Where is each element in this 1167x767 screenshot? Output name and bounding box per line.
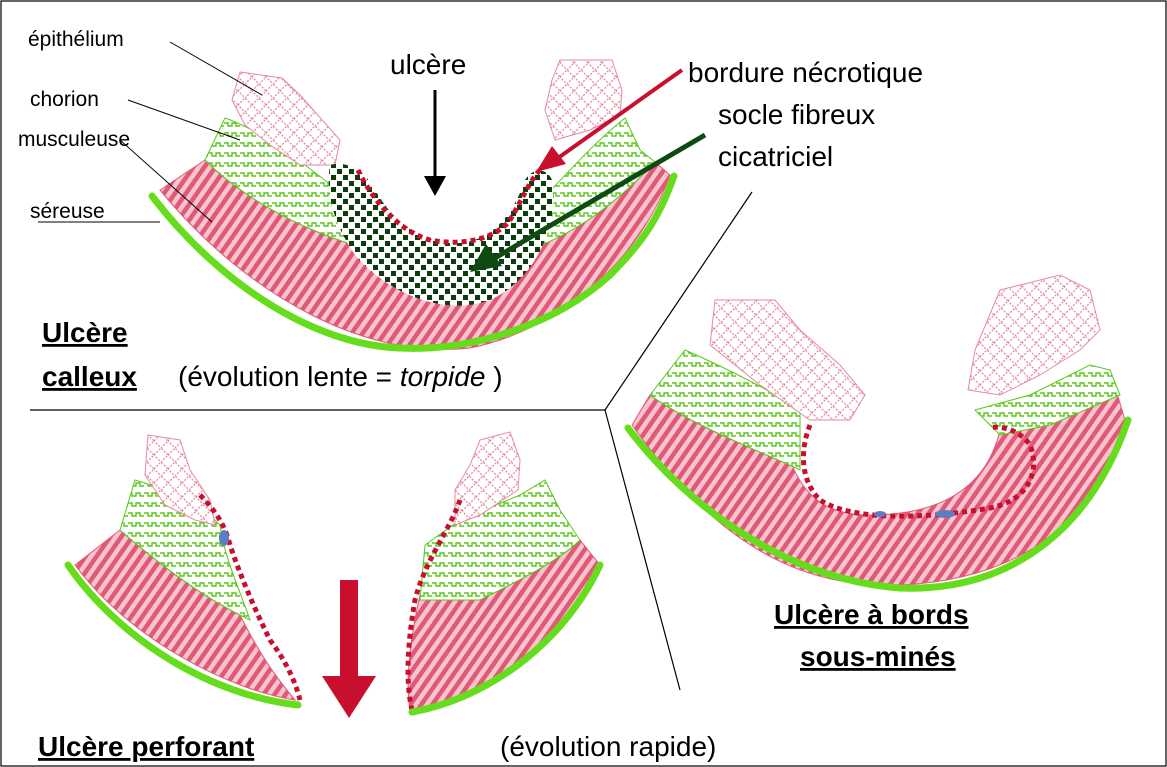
title-perforant: Ulcère perforant [38,731,254,762]
title-bords-line2: sous-minés [800,641,956,672]
note-calleux: (évolution lente = torpide ) [178,361,503,392]
note-perforant: (évolution rapide) [500,731,716,762]
label-chorion: chorion [30,88,99,111]
vessel-icon [874,511,886,517]
label-sereuse: séreuse [30,200,105,223]
vessel-icon [935,510,955,518]
title-bords-line1: Ulcère à bords [774,599,969,630]
panel-ulcere-bords-sous-mines [628,275,1128,588]
vessel-icon [219,530,229,546]
title-calleux-line1: Ulcère [42,317,128,348]
label-musculeuse: musculeuse [18,128,130,151]
label-bordure-necrotique: bordure nécrotique [688,57,923,88]
epithelium-right [545,60,622,140]
perforation-arrow [322,580,376,718]
panel-ulcere-perforant [68,432,600,712]
label-socle-fibreux: socle fibreux [718,99,875,130]
label-cicatriciel: cicatriciel [718,141,833,172]
label-epithelium: épithélium [28,28,124,51]
panel-ulcere-calleux [152,60,674,350]
title-calleux-line2: calleux [42,361,137,392]
ulcere-arrow [424,90,446,196]
label-ulcere: ulcère [390,49,466,80]
